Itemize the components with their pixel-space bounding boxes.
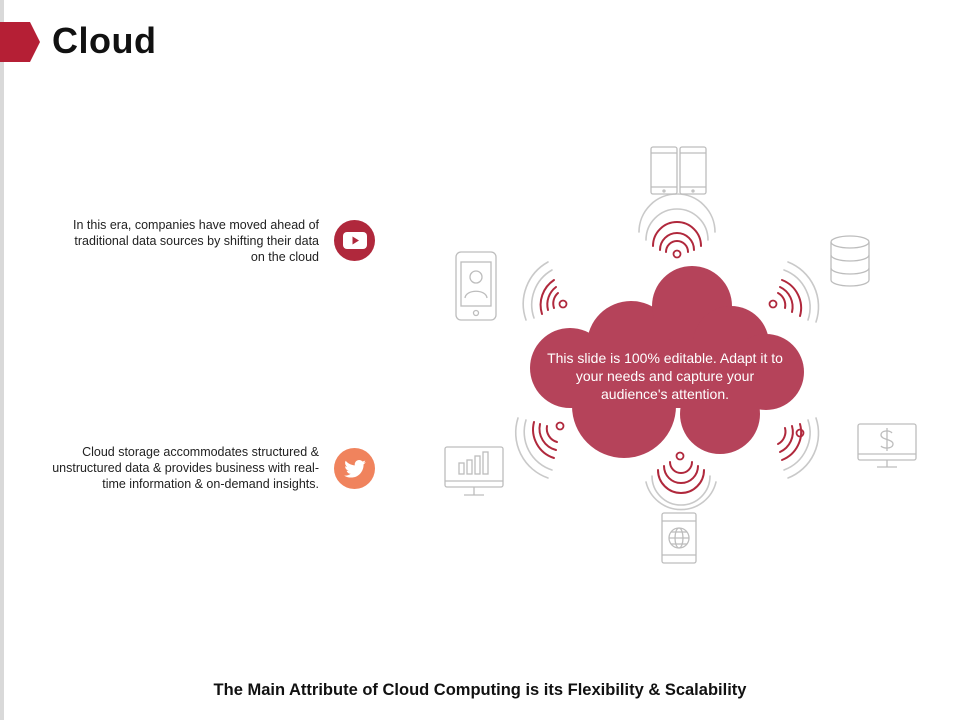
- chart-monitor-icon: [444, 446, 504, 496]
- point-1-text: In this era, companies have moved ahead …: [73, 218, 319, 264]
- page-title: Cloud: [52, 20, 157, 61]
- footer-tagline: The Main Attribute of Cloud Computing is…: [213, 681, 747, 699]
- signal-upper-right: [768, 261, 820, 323]
- signal-upper-left: [522, 261, 568, 321]
- cloud-shape: [526, 262, 808, 462]
- twitter-icon: [343, 459, 366, 478]
- point-2-text: Cloud storage accommodates structured & …: [52, 445, 319, 491]
- user-phone-icon: [455, 251, 497, 321]
- youtube-icon: [342, 232, 367, 249]
- cloud-diagram: [444, 146, 917, 564]
- signal-bottom: [645, 451, 717, 511]
- point-2-badge: [334, 448, 375, 489]
- left-strip: [0, 0, 4, 720]
- globe-tablet-icon: [661, 512, 697, 564]
- signal-lower-right: [777, 417, 820, 479]
- point-1-badge: [334, 220, 375, 261]
- title-tab-shape: [0, 22, 40, 62]
- database-icon: [830, 235, 870, 287]
- signal-lower-left: [514, 417, 565, 479]
- dollar-monitor-icon: [857, 423, 917, 468]
- cloud-text: This slide is 100% editable. Adapt it to…: [547, 350, 783, 402]
- tablets-icon: [650, 146, 707, 195]
- signal-top: [638, 193, 716, 259]
